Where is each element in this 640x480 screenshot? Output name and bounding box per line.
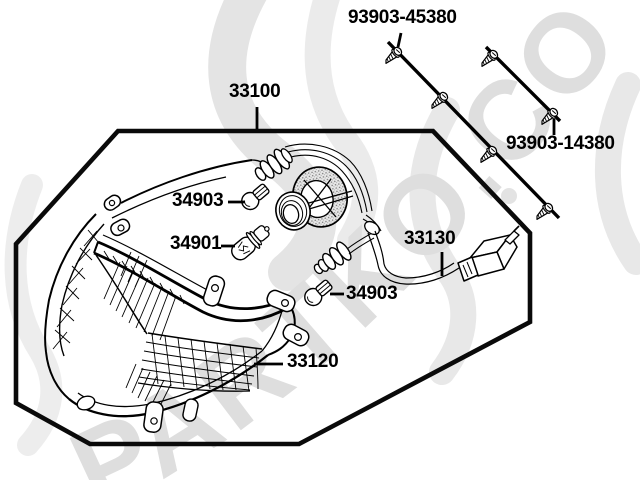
lens-grid-texture (137, 332, 263, 392)
part-label-34903-lower: 34903 (346, 283, 398, 304)
screw-set-93903-45380 (381, 40, 561, 223)
bulb-34903-upper-drawing (241, 183, 270, 211)
part-label-93903-14380: 93903-14380 (506, 133, 615, 154)
bulb-34901-drawing (231, 225, 270, 261)
screw-set-93903-14380 (477, 45, 562, 128)
leader-lines (221, 32, 556, 366)
part-label-93903-45380: 93903-45380 (348, 7, 457, 28)
bulb-34903-lower-drawing (304, 279, 333, 307)
part-label-33130: 33130 (404, 228, 456, 249)
part-label-34901: 34901 (170, 233, 222, 254)
headlight-lens-drawing (44, 159, 310, 433)
wiring-connector-drawing (457, 225, 520, 282)
diagram-border (13, 128, 533, 447)
part-label-34903-upper: 34903 (172, 190, 224, 211)
bulb-socket-assembly-drawing (254, 143, 460, 285)
part-label-33120: 33120 (287, 351, 339, 372)
part-label-33100: 33100 (229, 81, 281, 102)
